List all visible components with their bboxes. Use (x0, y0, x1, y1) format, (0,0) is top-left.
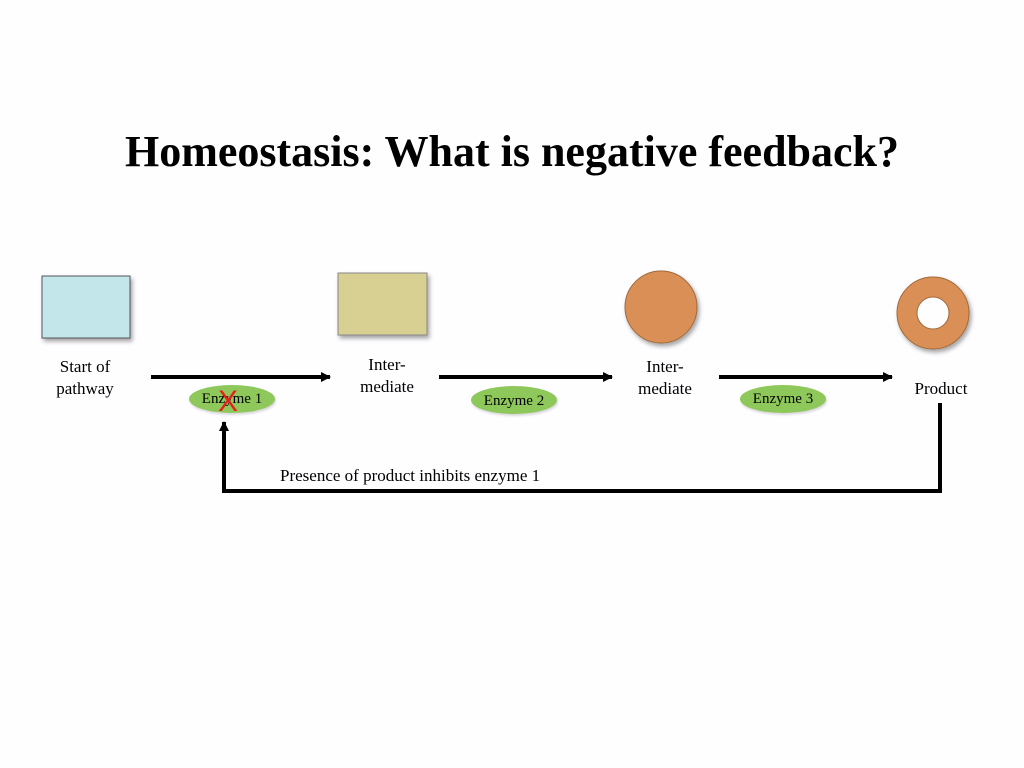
feedback-note: Presence of product inhibits enzyme 1 (280, 466, 541, 485)
enzyme-3-label: Enzyme 3 (752, 391, 814, 407)
page-title: Homeostasis: What is negative feedback? (124, 127, 900, 176)
enzyme-1-badge (189, 385, 275, 413)
intermediate-2-label: Inter- mediate (638, 357, 692, 398)
enzyme-1-label: Enzyme 1 (201, 391, 263, 407)
start-label: Start of pathway (56, 357, 114, 398)
enzyme-3-badge (740, 385, 826, 413)
product-label: Product (914, 379, 968, 398)
intermediate-box (337, 272, 428, 336)
product-ring (896, 276, 970, 350)
enzyme-2-badge (471, 386, 557, 414)
feedback-arrow (219, 403, 942, 493)
inhibition-x-mark: X (218, 385, 239, 418)
enzyme-2-label: Enzyme 2 (483, 393, 545, 409)
intermediate-circle (624, 270, 698, 344)
start-box (41, 275, 131, 339)
intermediate-1-label: Inter- mediate (360, 355, 414, 396)
